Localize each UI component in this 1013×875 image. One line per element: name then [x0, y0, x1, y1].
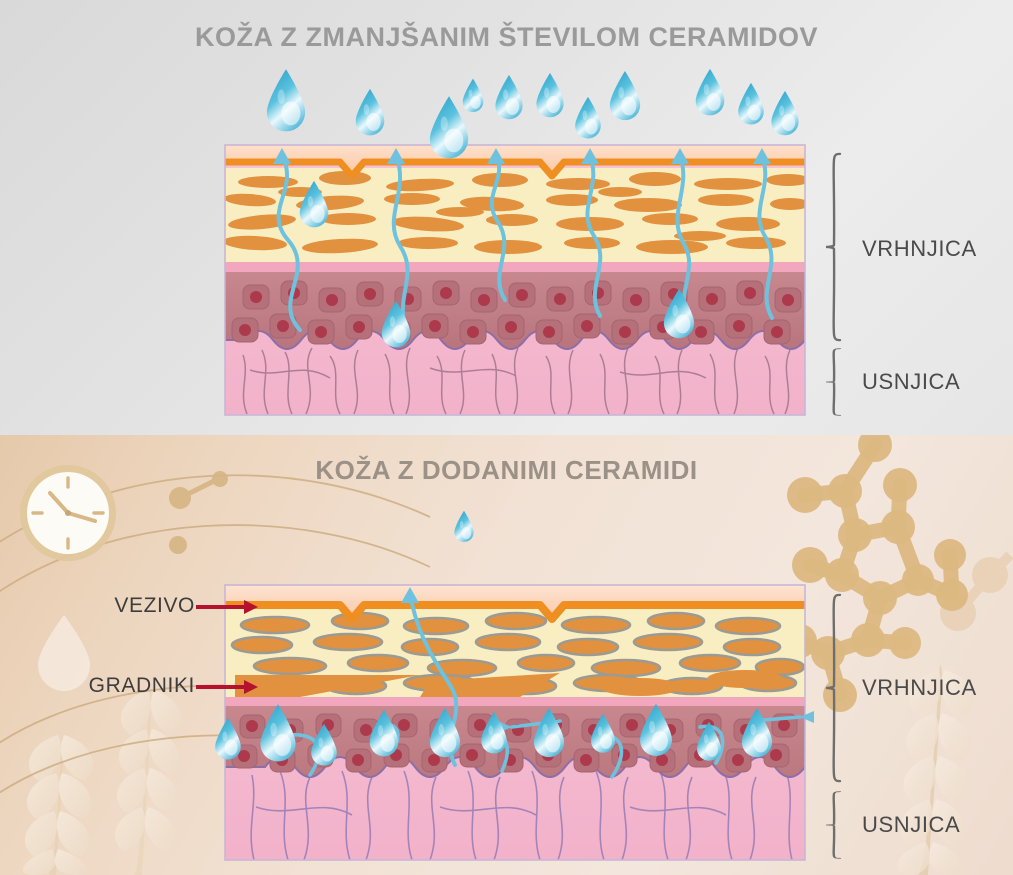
- panel-bottom-title: KOŽA Z DODANIMI CERAMIDI: [315, 455, 698, 485]
- arc-molecule-nodes: [169, 471, 228, 554]
- brace-dermis-top: [824, 348, 842, 416]
- arrowheads-top: [273, 148, 771, 164]
- wheat-stalk-right: [897, 665, 974, 875]
- skin-diagram-top: [224, 68, 842, 416]
- brace-dermis-bottom: [824, 791, 842, 859]
- molecule-hexagon: [783, 435, 1013, 712]
- label-gradniki: GRADNIKI: [88, 674, 195, 697]
- ceramide-barrier-line: [225, 158, 805, 180]
- water-escape-arrows-top: [276, 153, 774, 334]
- label-dermis-bottom: USNJICA: [862, 812, 961, 837]
- label-epidermis-bottom: VRHNJICA: [862, 675, 977, 700]
- brace-epidermis-bottom: [824, 593, 842, 783]
- clock-face: [20, 465, 116, 561]
- panel-reduced-ceramides: KOŽA Z ZMANJŠANIM ŠTEVILOM CERAMIDOV: [0, 0, 1013, 435]
- callout-vezivo: [196, 600, 258, 614]
- label-vezivo: VEZIVO: [114, 594, 195, 617]
- label-dermis-top: USNJICA: [862, 369, 961, 394]
- skin-diagram-bottom: [196, 510, 842, 861]
- brace-epidermis-top: [824, 152, 842, 342]
- basal-cells: [231, 280, 802, 345]
- panel-added-ceramides: KOŽA Z DODANIMI CERAMIDI: [0, 435, 1013, 875]
- water-droplet-escaped-single: [454, 510, 474, 542]
- label-epidermis-top: VRHNJICA: [862, 236, 977, 261]
- panel-top-title: KOŽA Z ZMANJŠANIM ŠTEVILOM CERAMIDOV: [195, 22, 818, 52]
- wheat-stalk-left: [22, 735, 94, 875]
- decorations-bottom: [0, 435, 1013, 875]
- lipid-shapes-top: [225, 171, 805, 254]
- callout-gradniki: [196, 680, 258, 694]
- droplet-watermark: [38, 615, 90, 691]
- ceramide-barrier-line-bottom: [225, 601, 805, 623]
